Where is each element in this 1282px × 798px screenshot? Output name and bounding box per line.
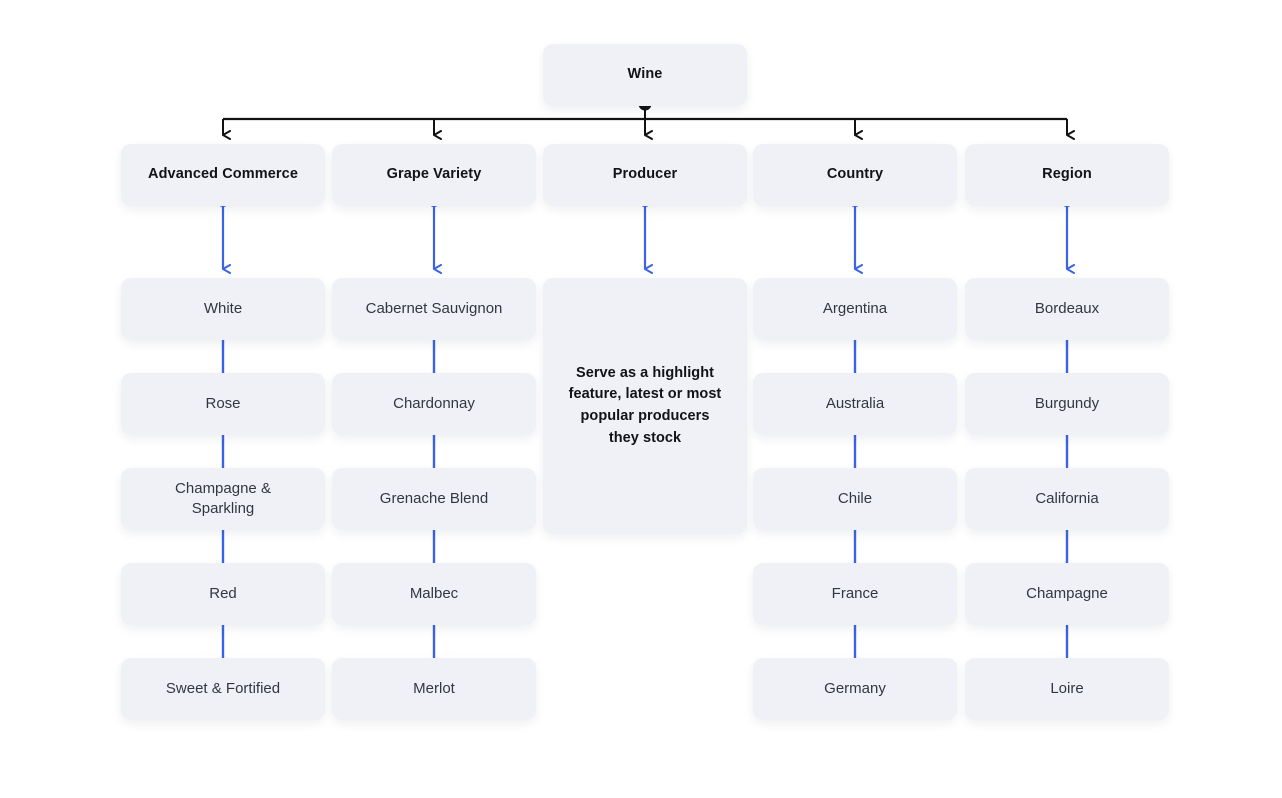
node-label: Grenache Blend — [379, 489, 489, 507]
node-label: Burgundy — [1034, 394, 1100, 412]
node-item-region-1[interactable]: Bordeaux — [965, 278, 1169, 340]
node-label: Argentina — [822, 299, 888, 317]
node-item-advanced-commerce-1[interactable]: White — [121, 278, 325, 340]
node-item-country-3[interactable]: Chile — [753, 468, 957, 530]
node-label: Germany — [824, 679, 886, 697]
node-header-grape-variety[interactable]: Grape Variety — [332, 144, 536, 206]
node-label: France — [831, 584, 879, 602]
node-label: Region — [1042, 166, 1092, 183]
node-item-region-4[interactable]: Champagne — [965, 563, 1169, 625]
node-item-advanced-commerce-4[interactable]: Red — [121, 563, 325, 625]
node-label: Grape Variety — [386, 166, 482, 183]
node-header-advanced-commerce[interactable]: Advanced Commerce — [121, 144, 325, 206]
node-label: Merlot — [413, 679, 455, 697]
node-label: Sweet & Fortified — [165, 679, 281, 697]
node-item-grape-variety-5[interactable]: Merlot — [332, 658, 536, 720]
node-item-advanced-commerce-3[interactable]: Champagne & Sparkling — [121, 468, 325, 530]
node-label: Loire — [1050, 679, 1084, 697]
node-label: Producer — [612, 166, 678, 183]
node-label: Champagne — [1026, 584, 1108, 602]
node-label: Rose — [205, 394, 241, 412]
node-item-grape-variety-1[interactable]: Cabernet Sauvignon — [332, 278, 536, 340]
node-header-producer[interactable]: Producer — [543, 144, 747, 206]
node-item-advanced-commerce-2[interactable]: Rose — [121, 373, 325, 435]
node-label: Chardonnay — [393, 394, 475, 412]
node-label: Red — [209, 584, 237, 602]
node-item-country-4[interactable]: France — [753, 563, 957, 625]
node-label: Bordeaux — [1034, 299, 1100, 317]
node-header-country[interactable]: Country — [753, 144, 957, 206]
node-label: Champagne & Sparkling — [175, 479, 271, 517]
node-label: Country — [826, 166, 884, 183]
node-label: Australia — [825, 394, 885, 412]
node-label: Malbec — [409, 584, 459, 602]
node-label: Wine — [627, 66, 663, 83]
node-item-country-5[interactable]: Germany — [753, 658, 957, 720]
node-item-region-5[interactable]: Loire — [965, 658, 1169, 720]
node-label: Cabernet Sauvignon — [365, 299, 503, 317]
node-header-region[interactable]: Region — [965, 144, 1169, 206]
node-label: Serve as a highlight feature, latest or … — [568, 364, 722, 446]
node-item-region-3[interactable]: California — [965, 468, 1169, 530]
node-item-region-2[interactable]: Burgundy — [965, 373, 1169, 435]
node-item-advanced-commerce-5[interactable]: Sweet & Fortified — [121, 658, 325, 720]
node-item-grape-variety-4[interactable]: Malbec — [332, 563, 536, 625]
node-item-country-1[interactable]: Argentina — [753, 278, 957, 340]
node-note-producer: Serve as a highlight feature, latest or … — [543, 278, 747, 534]
node-label: Chile — [837, 489, 873, 507]
node-label: Advanced Commerce — [148, 166, 298, 183]
node-label: White — [203, 299, 243, 317]
node-item-grape-variety-3[interactable]: Grenache Blend — [332, 468, 536, 530]
node-root-wine[interactable]: Wine — [543, 44, 747, 106]
node-item-country-2[interactable]: Australia — [753, 373, 957, 435]
node-label: California — [1035, 489, 1099, 507]
node-item-grape-variety-2[interactable]: Chardonnay — [332, 373, 536, 435]
